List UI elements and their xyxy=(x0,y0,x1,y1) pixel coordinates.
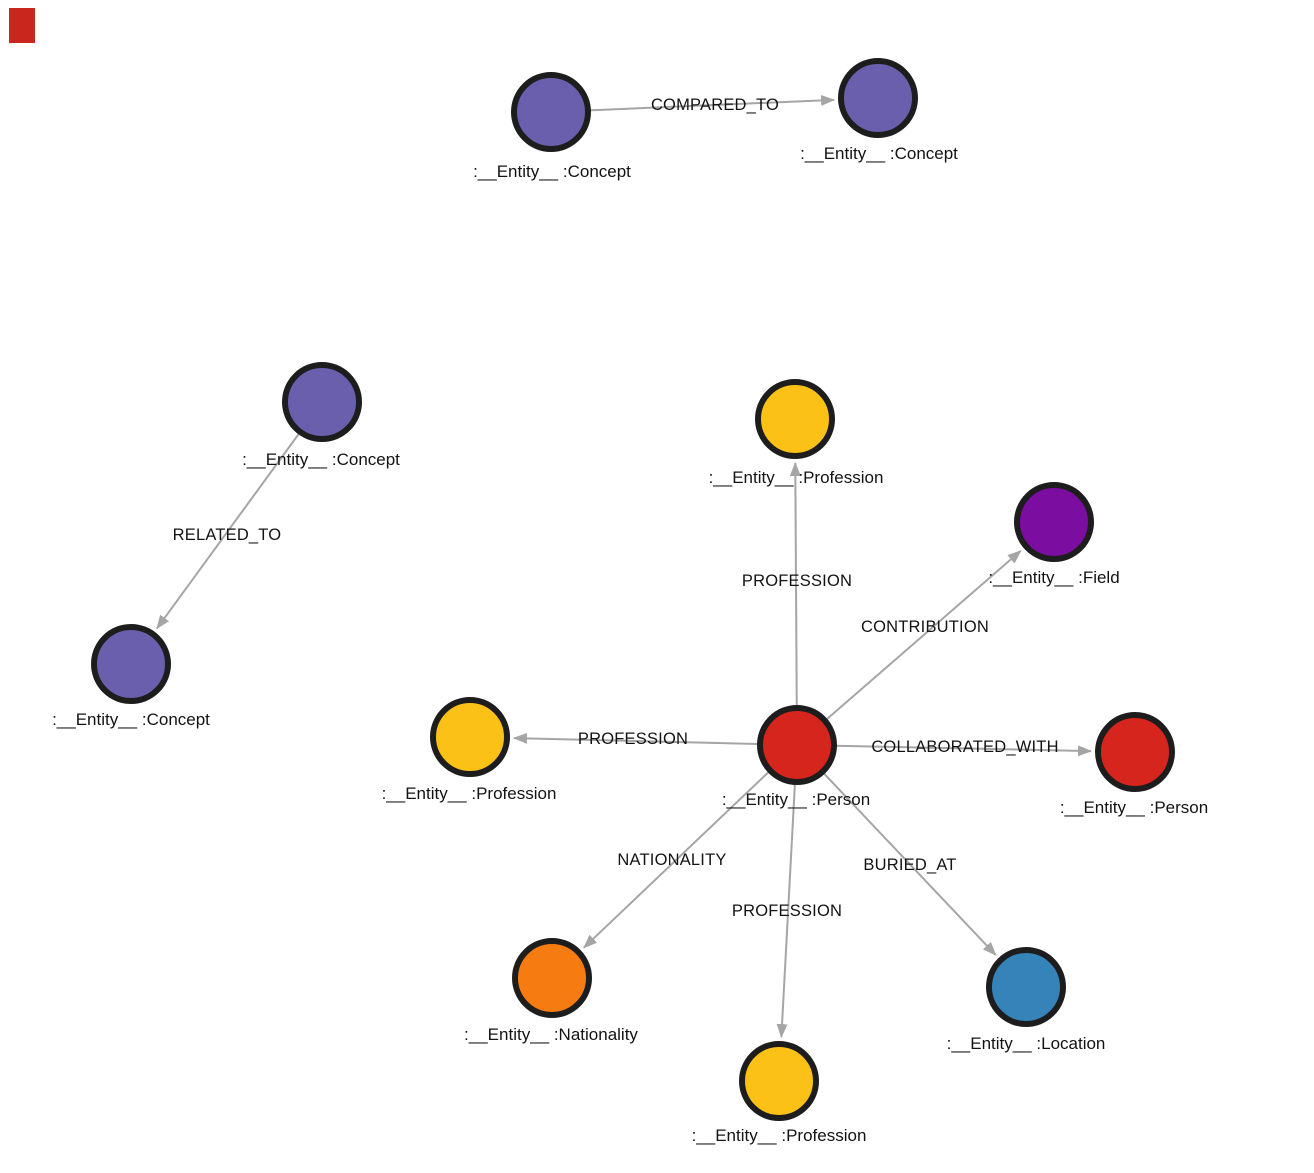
relationship-line-profession[interactable] xyxy=(512,732,798,746)
node-caption-concept-3: :__Entity__ :Concept xyxy=(242,450,400,469)
relationship-line-buried_at[interactable] xyxy=(796,744,997,956)
node-caption-concept-2: :__Entity__ :Concept xyxy=(800,144,958,163)
relationship-line-contribution[interactable] xyxy=(796,550,1022,746)
node-caption-person-2: :__Entity__ :Person xyxy=(1060,798,1208,817)
relationship-label-related_to[interactable]: RELATED_TO xyxy=(173,526,282,544)
graph-node-nationality-1[interactable] xyxy=(512,938,592,1018)
node-caption-location-1: :__Entity__ :Location xyxy=(947,1034,1106,1053)
graph-node-profession-1[interactable] xyxy=(755,379,835,459)
relationship-line-profession[interactable] xyxy=(789,461,801,746)
relationship-label-collaborated_with[interactable]: COLLABORATED_WITH xyxy=(871,738,1058,756)
relationship-label-buried_at[interactable]: BURIED_AT xyxy=(863,856,956,874)
relationship-label-profession[interactable]: PROFESSION xyxy=(578,730,688,748)
graph-node-person-1[interactable] xyxy=(757,705,837,785)
node-caption-profession-3: :__Entity__ :Profession xyxy=(692,1126,867,1145)
graph-node-concept-2[interactable] xyxy=(838,58,918,138)
graph-node-profession-2[interactable] xyxy=(430,697,510,777)
graph-node-location-1[interactable] xyxy=(986,947,1066,1027)
graph-node-profession-3[interactable] xyxy=(739,1041,819,1121)
node-caption-field-1: :__Entity__ :Field xyxy=(988,568,1119,587)
node-caption-concept-4: :__Entity__ :Concept xyxy=(52,710,210,729)
node-caption-profession-2: :__Entity__ :Profession xyxy=(382,784,557,803)
graph-node-person-2[interactable] xyxy=(1095,712,1175,792)
relationship-label-profession[interactable]: PROFESSION xyxy=(732,902,842,920)
click-marker xyxy=(9,8,35,43)
relationship-line-collaborated_with[interactable] xyxy=(796,744,1093,757)
node-caption-nationality-1: :__Entity__ :Nationality xyxy=(464,1025,638,1044)
graph-node-concept-3[interactable] xyxy=(282,362,362,442)
graph-node-concept-1[interactable] xyxy=(511,72,591,152)
node-caption-profession-1: :__Entity__ :Profession xyxy=(709,468,884,487)
relationship-label-profession[interactable]: PROFESSION xyxy=(742,572,852,590)
graph-node-field-1[interactable] xyxy=(1014,482,1094,562)
node-caption-concept-1: :__Entity__ :Concept xyxy=(473,162,631,181)
relationship-label-nationality[interactable]: NATIONALITY xyxy=(617,851,726,869)
relationship-line-compared_to[interactable] xyxy=(550,94,836,113)
relationship-line-nationality[interactable] xyxy=(583,744,798,949)
relationship-label-compared_to[interactable]: COMPARED_TO xyxy=(651,96,779,114)
graph-node-concept-4[interactable] xyxy=(91,624,171,704)
relationship-label-contribution[interactable]: CONTRIBUTION xyxy=(861,618,989,636)
node-caption-person-1: :__Entity__ :Person xyxy=(722,790,870,809)
relationship-line-profession[interactable] xyxy=(776,744,798,1039)
relationship-line-related_to[interactable] xyxy=(156,401,323,630)
